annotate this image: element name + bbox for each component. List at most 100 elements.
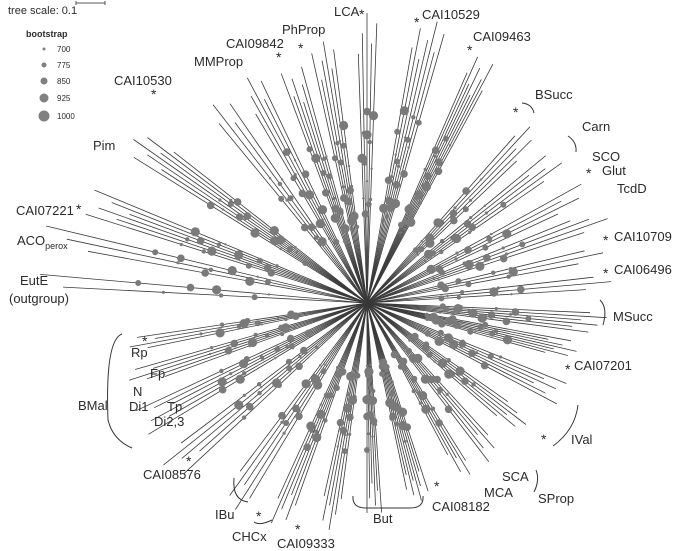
branch-line: [260, 80, 368, 304]
bootstrap-node: [315, 345, 319, 349]
bootstrap-node: [365, 364, 369, 368]
label-outgroup: (outgroup): [9, 291, 69, 306]
bootstrap-node: [322, 156, 327, 161]
branch-line: [291, 302, 368, 496]
branch-line: [303, 101, 368, 304]
bootstrap-node: [264, 278, 271, 285]
bootstrap-node: [508, 267, 518, 277]
bootstrap-node: [350, 184, 354, 188]
branch-line: [366, 197, 580, 304]
bootstrap-node: [343, 234, 349, 239]
bootstrap-node: [456, 295, 462, 300]
bootstrap-node: [486, 235, 493, 242]
asterisk-cai10709: *: [603, 232, 609, 248]
bootstrap-node: [396, 357, 400, 361]
bootstrap-node: [268, 177, 272, 180]
legend-value-775: 775: [57, 61, 71, 70]
label-di1: Di1: [129, 399, 149, 414]
branch-line: [366, 302, 549, 340]
bootstrap-nodes: [135, 106, 532, 455]
bootstrap-node: [502, 229, 512, 239]
bootstrap-node: [277, 181, 283, 187]
bootstrap-node: [321, 218, 324, 221]
bootstrap-node: [295, 362, 303, 371]
bootstrap-node: [161, 290, 165, 294]
bootstrap-node: [494, 307, 498, 311]
branch-line: [366, 200, 562, 304]
branch-line: [291, 78, 368, 304]
branch-line: [361, 33, 368, 304]
asterisk-glut: *: [586, 165, 592, 181]
bootstrap-node: [450, 310, 456, 315]
bootstrap-node: [442, 135, 449, 142]
bootstrap-node: [235, 374, 245, 384]
bootstrap-node: [293, 173, 297, 177]
bootstrap-node: [414, 190, 424, 200]
bootstrap-node: [356, 365, 359, 368]
label-cai08576: CAI08576: [143, 467, 201, 482]
bootstrap-node: [420, 374, 430, 384]
bootstrap-node: [257, 390, 262, 396]
bootstrap-node: [274, 357, 277, 360]
bootstrap-node: [385, 369, 389, 373]
bootstrap-node: [245, 276, 255, 286]
bootstrap-node: [346, 392, 351, 397]
bootstrap-node: [403, 228, 406, 231]
bootstrap-node: [282, 431, 286, 435]
bootstrap-node: [477, 324, 484, 331]
bootstrap-node: [455, 366, 465, 376]
label-cai09333: CAI09333: [277, 536, 335, 551]
branch-line: [366, 302, 382, 513]
bootstrap-node: [179, 242, 183, 247]
bootstrap-node: [243, 212, 252, 220]
branch-line: [164, 302, 368, 377]
bootstrap-node: [418, 324, 422, 327]
bootstrap-node: [418, 401, 422, 405]
branch-line: [301, 84, 368, 304]
label-cai09842: CAI09842: [226, 36, 284, 51]
bootstrap-node: [245, 262, 252, 269]
bootstrap-node: [444, 336, 449, 342]
bootstrap-node: [369, 197, 373, 202]
branch-line: [301, 66, 368, 304]
bootstrap-node: [482, 321, 489, 328]
bootstrap-node: [278, 324, 285, 331]
bootstrap-node: [284, 317, 288, 322]
branch-line: [229, 302, 368, 496]
bootstrap-node: [379, 203, 389, 213]
bootstrap-node: [441, 284, 450, 293]
bootstrap-node: [318, 364, 322, 367]
label-cai06496: CAI06496: [614, 262, 672, 277]
bootstrap-node: [495, 331, 499, 335]
label-bmal: BMal: [78, 398, 108, 413]
bootstrap-node: [433, 360, 436, 363]
branch-line: [229, 103, 368, 304]
bootstrap-node: [309, 191, 314, 195]
bootstrap-node: [468, 230, 472, 234]
bootstrap-node: [283, 148, 291, 156]
branch-line: [129, 213, 368, 304]
bootstrap-node: [435, 419, 443, 427]
bootstrap-node: [416, 390, 422, 396]
bootstrap-node: [487, 353, 494, 360]
bootstrap-node: [465, 281, 472, 288]
branch-line: [183, 302, 368, 475]
bootstrap-node: [210, 346, 214, 350]
bootstrap-node: [489, 330, 496, 337]
bootstrap-node: [152, 249, 159, 256]
bootstrap-node: [336, 445, 339, 448]
bootstrap-node: [347, 164, 351, 168]
bootstrap-node: [248, 337, 258, 347]
bootstrap-node: [320, 222, 326, 227]
bracket-ival: [552, 404, 579, 447]
bootstrap-node: [502, 335, 513, 345]
branch-line: [147, 137, 368, 304]
bootstrap-node: [487, 311, 496, 319]
bootstrap-node: [331, 155, 338, 162]
bootstrap-node: [190, 227, 200, 237]
bootstrap-node: [317, 205, 328, 215]
bootstrap-node: [212, 285, 222, 295]
branch-line: [147, 302, 368, 380]
bootstrap-node: [511, 308, 520, 316]
label-sca: SCA: [502, 469, 529, 484]
